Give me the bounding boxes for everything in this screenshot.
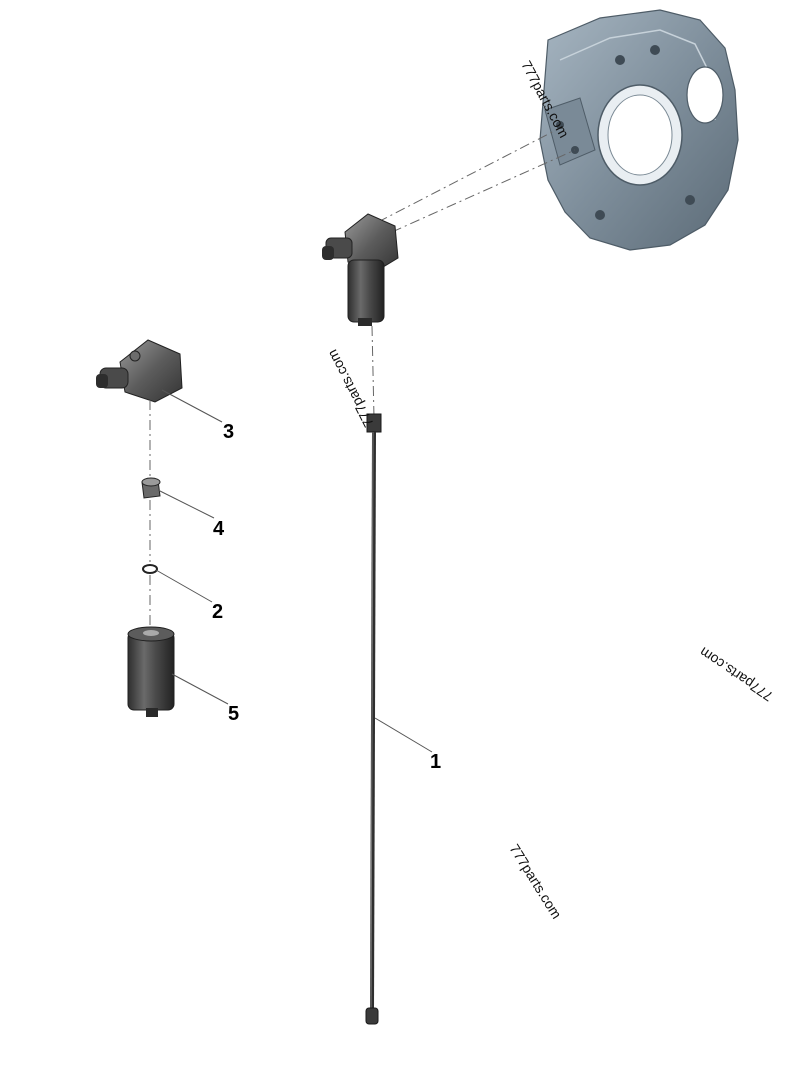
filter-head (96, 339, 183, 403)
callout-3: 3 (223, 421, 234, 443)
alignment-line (377, 127, 561, 223)
flywheel-housing (539, 9, 739, 251)
assembled-fuel-filter (322, 213, 399, 326)
alignment-line (371, 325, 375, 419)
callout-1: 1 (430, 751, 441, 773)
leader-line-4 (157, 489, 215, 519)
leader-line-5 (171, 673, 229, 705)
watermark: 777parts.com (506, 841, 565, 921)
adapter-fitting (141, 477, 161, 499)
callout-4: 4 (213, 518, 225, 540)
watermark: 777parts.com (324, 347, 377, 430)
leader-line-3 (161, 389, 223, 423)
alignment-line (391, 149, 576, 233)
leader-line-2 (155, 569, 213, 603)
callout-2: 2 (212, 601, 223, 623)
o-ring (142, 564, 158, 574)
leader-line-1 (374, 717, 433, 753)
callout-5: 5 (228, 703, 239, 725)
filter-cartridge (127, 626, 175, 717)
fuel-pipe (365, 413, 382, 1025)
watermark: 777parts.com (696, 644, 775, 705)
